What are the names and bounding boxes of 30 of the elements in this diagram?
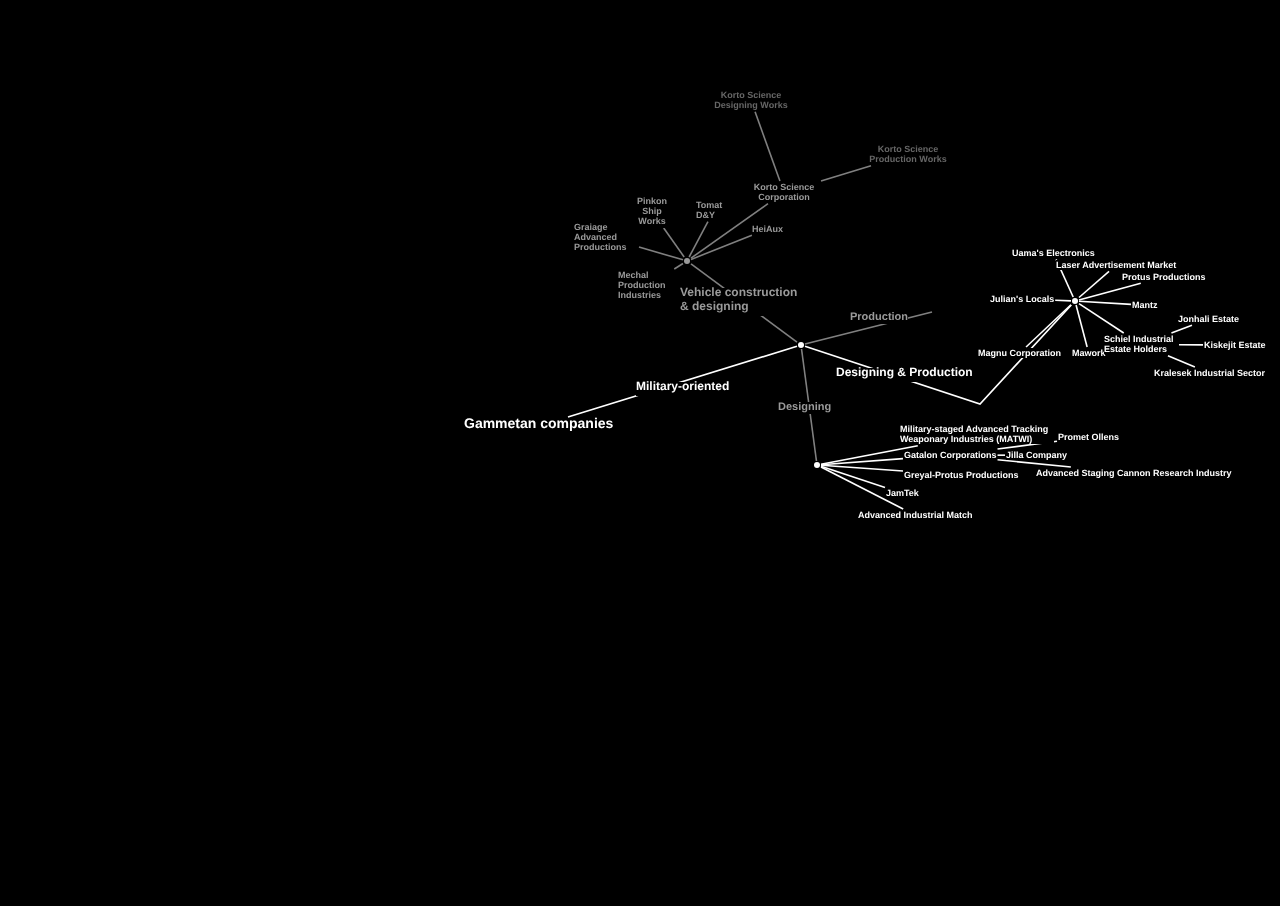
connector-line [1078,270,1110,299]
connector-line [1178,343,1204,346]
connector-line [1054,299,1072,302]
connector-line [820,466,904,510]
connector-line [638,246,684,261]
connector-line [820,457,904,466]
connector-line [996,454,1006,456]
connector-line [1167,354,1196,368]
junction-dot [684,258,690,264]
connector-line [1075,304,1088,348]
connector-line [1078,300,1132,306]
connector-line [1025,303,1072,348]
connector-line [820,164,872,182]
junction-dot [798,342,804,348]
connector-line [690,234,753,261]
connector-line [690,202,769,259]
connector-line [820,465,886,489]
connector-line [688,220,709,258]
connector-line [820,464,904,472]
junction-dot [1072,298,1078,304]
connector-line [673,262,684,270]
connector-line [1170,324,1193,334]
connector-line [820,444,919,466]
connector-line [662,227,685,258]
connector-line [1078,302,1125,334]
connector-line [1078,282,1142,301]
connector-line [754,110,781,182]
connector-line [800,348,818,462]
connector-line [996,459,1072,468]
junction-dot [814,462,820,468]
